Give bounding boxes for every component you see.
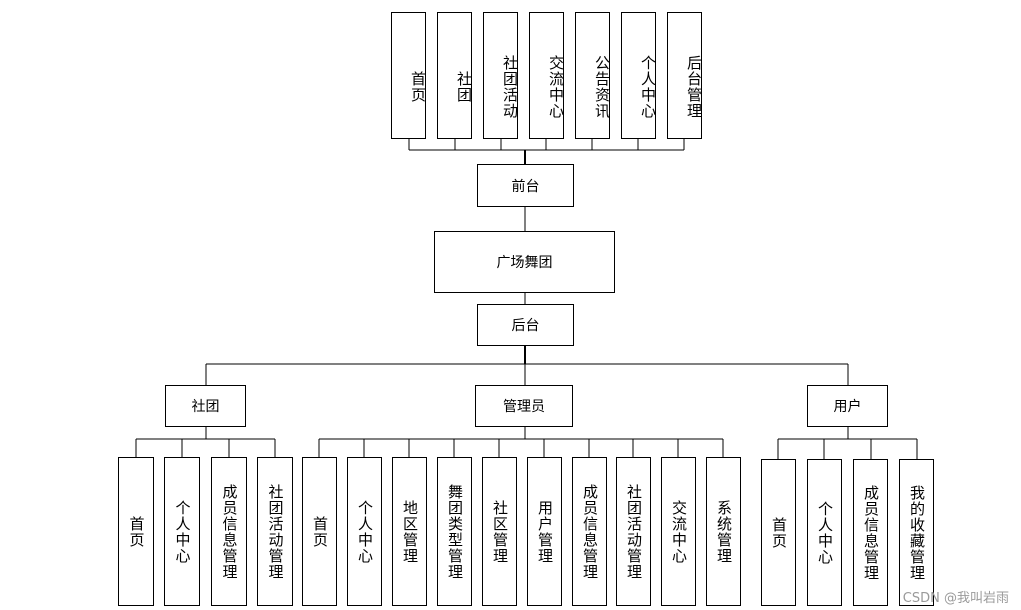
admin-item-user-mgmt: 用户管理 [527,457,562,606]
user-item-member-info-mgmt: 成员信息管理 [853,459,888,606]
front-item-backend-management: 后台管理 [667,12,703,139]
admin-item-system-mgmt: 系统管理 [706,457,741,606]
center-node: 广场舞团 [434,231,615,293]
club-item-member-info-mgmt: 成员信息管理 [211,457,247,606]
user-item-favorites-mgmt: 我的收藏管理 [899,459,934,606]
front-item-club-activity: 社团活动 [483,12,519,139]
admin-item-personal-center: 个人中心 [347,457,382,606]
club-item-activity-mgmt: 社团活动管理 [257,457,293,606]
role-user: 用户 [807,385,888,427]
role-club: 社团 [165,385,246,427]
admin-item-exchange-center: 交流中心 [661,457,696,606]
front-item-club: 社团 [437,12,473,139]
user-item-personal-center: 个人中心 [807,459,842,606]
user-item-home: 首页 [761,459,796,606]
front-node: 前台 [477,164,574,207]
club-item-home: 首页 [118,457,154,606]
admin-item-region-mgmt: 地区管理 [392,457,427,606]
club-item-personal-center: 个人中心 [164,457,200,606]
role-admin: 管理员 [475,385,573,427]
front-item-exchange-center: 交流中心 [529,12,565,139]
watermark: CSDN @我叫岩雨 [902,591,1009,606]
admin-item-community-mgmt: 社区管理 [482,457,517,606]
admin-item-activity-mgmt: 社团活动管理 [616,457,651,606]
front-item-personal-center: 个人中心 [621,12,657,139]
front-item-home: 首页 [391,12,427,139]
back-node: 后台 [477,304,574,346]
admin-item-home: 首页 [302,457,337,606]
admin-item-member-info-mgmt: 成员信息管理 [572,457,607,606]
front-item-announcements: 公告资讯 [575,12,611,139]
admin-item-dance-type-mgmt: 舞团类型管理 [437,457,472,606]
